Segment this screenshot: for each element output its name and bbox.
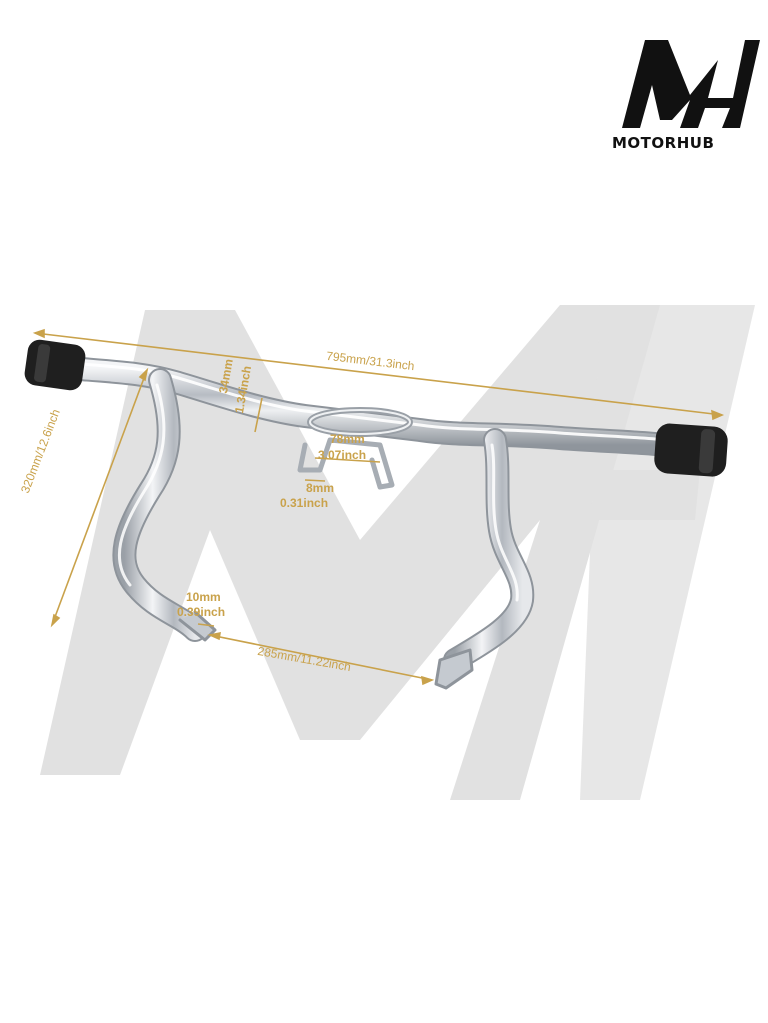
brand-name: MOTORHUB [612,134,715,152]
foot-hole-in-label: 0.39inch [177,605,226,619]
right-end-cap [654,423,728,477]
mount-width-in-label: 3.07inch [318,448,367,462]
left-end-cap [24,339,86,391]
motorhub-logo-icon [622,40,760,128]
mount-width-mm-label: 78mm [330,432,365,446]
dimension-lines [32,328,725,686]
mount-hole-in-label: 0.31inch [280,496,329,510]
mount-hole-mm-label: 8mm [306,481,335,495]
foot-hole-mm-label: 10mm [186,590,221,604]
crash-bar [58,356,677,690]
